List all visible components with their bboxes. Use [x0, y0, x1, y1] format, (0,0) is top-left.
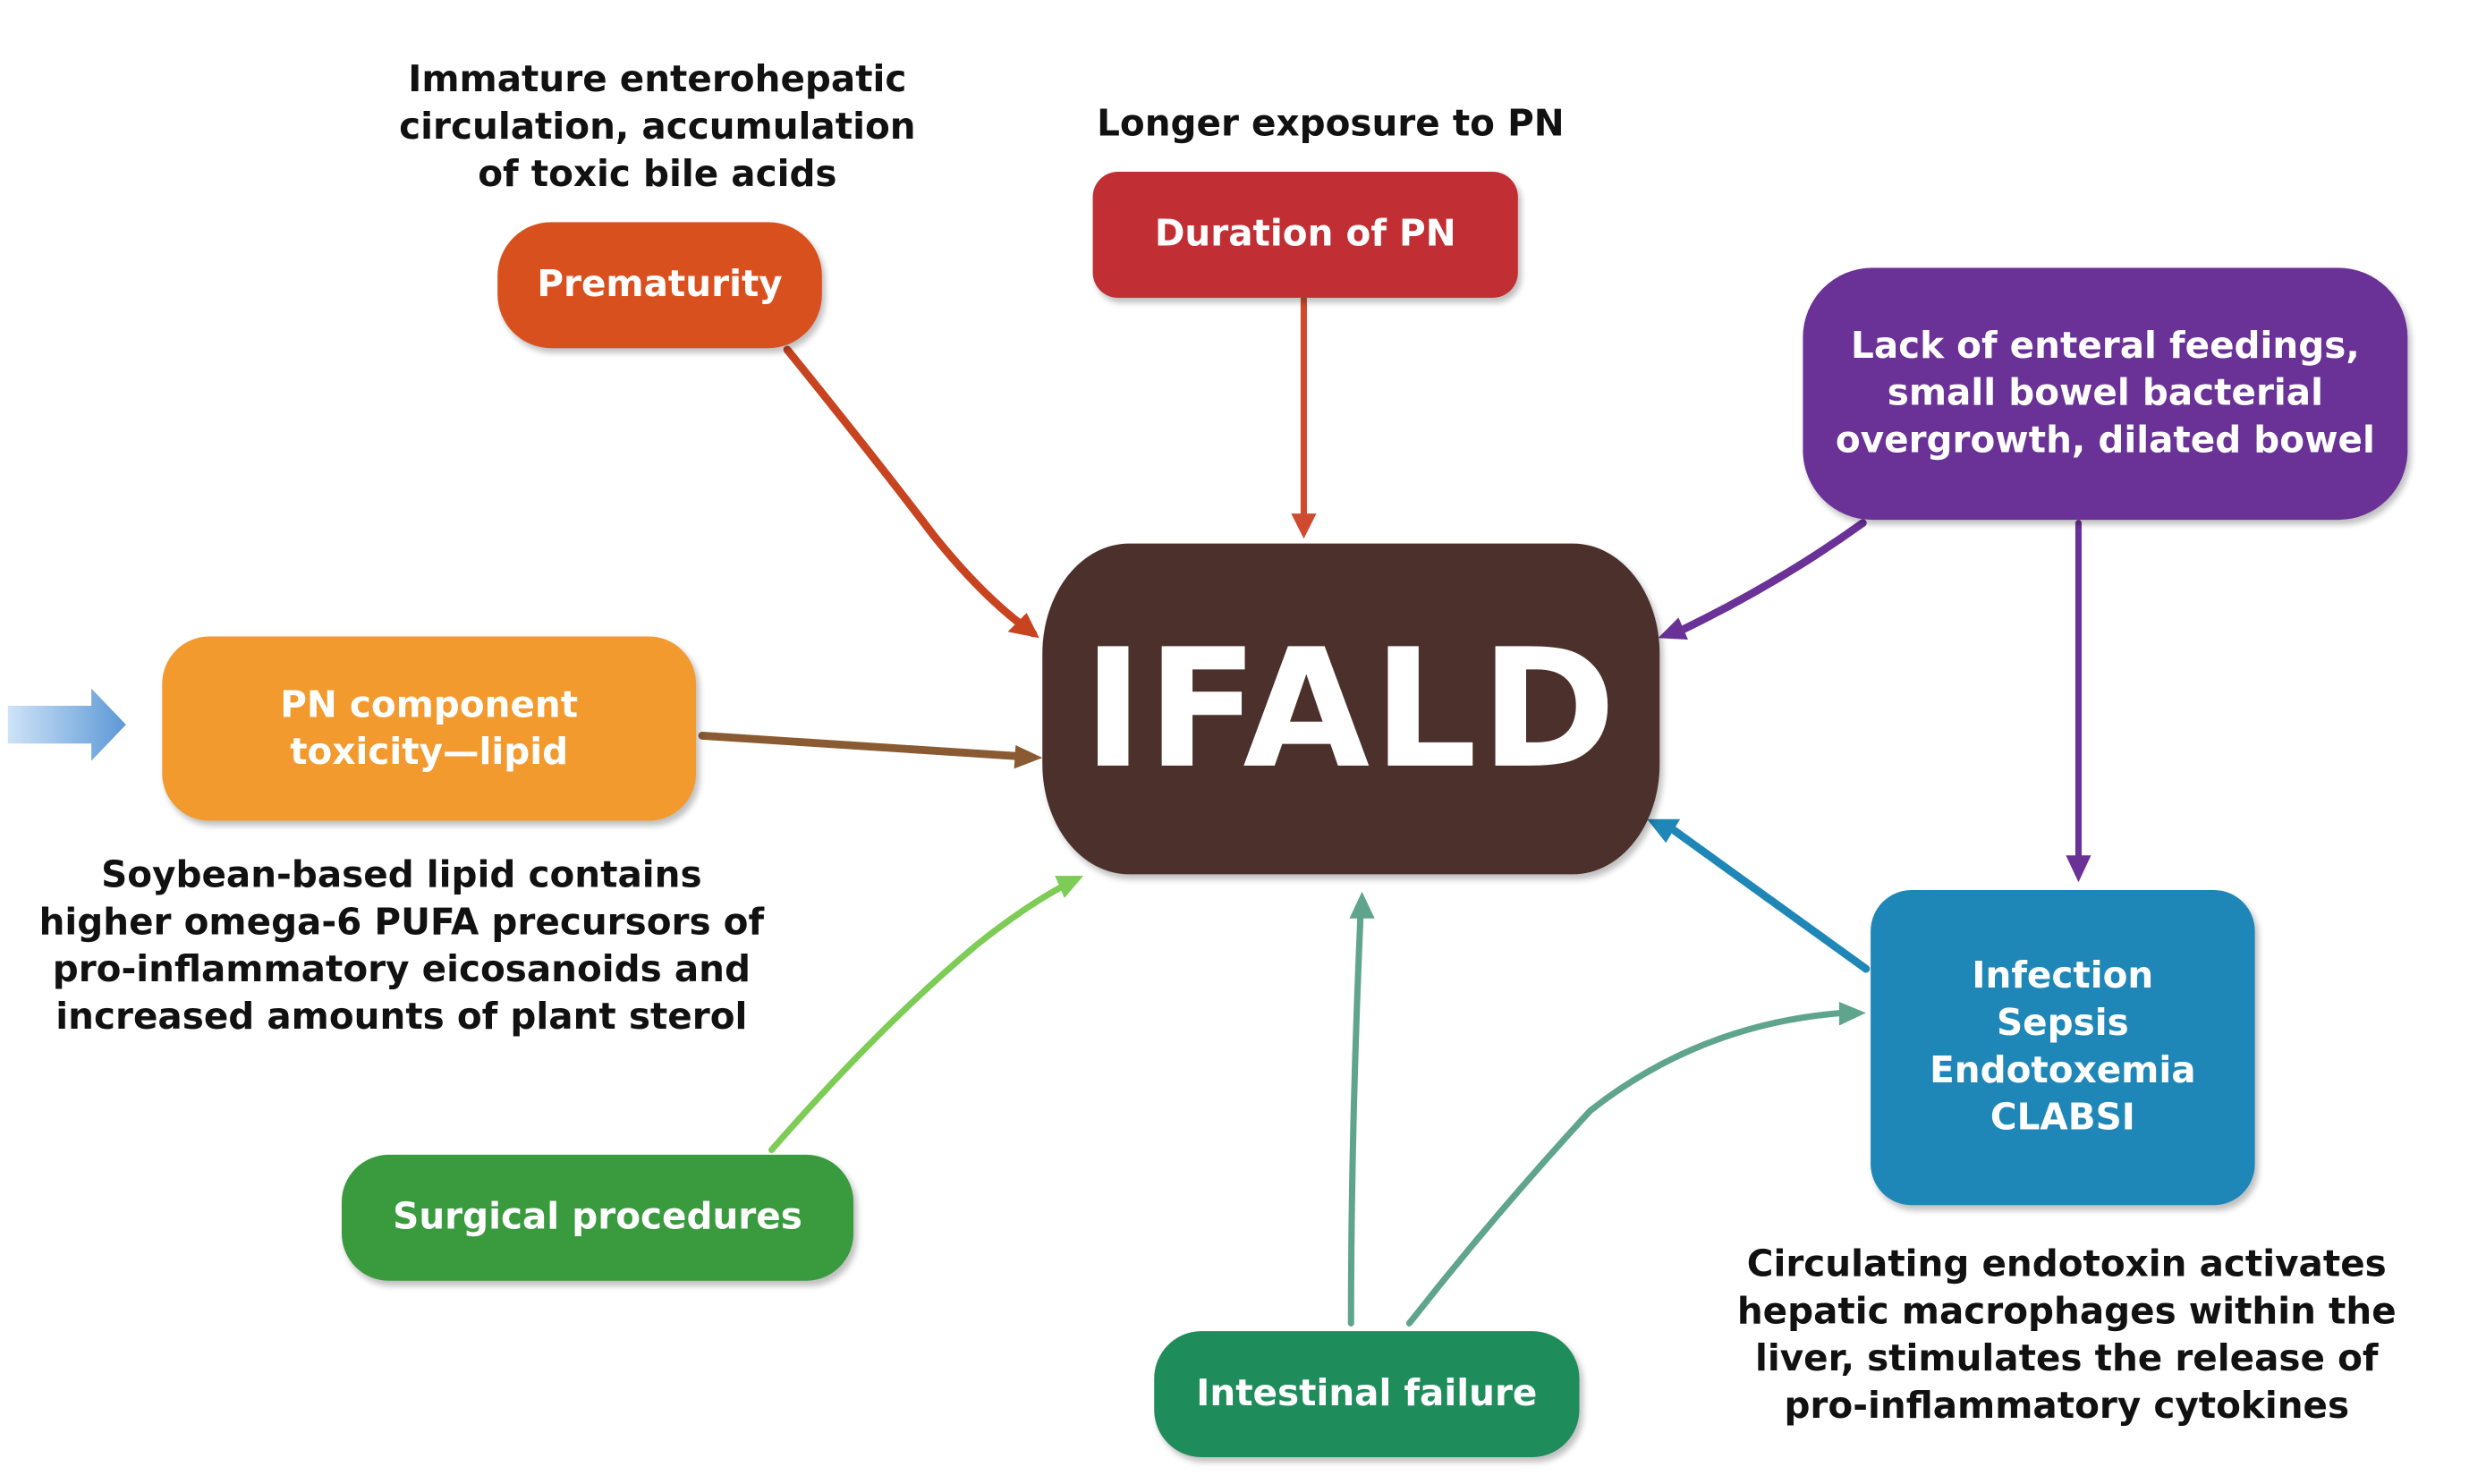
node-surgical-procedures: Surgical procedures [341, 1154, 854, 1281]
note-infection: Circulating endotoxin activates hepatic … [1724, 1242, 2409, 1430]
node-infection: Infection Sepsis Endotoxemia CLABSI [1871, 890, 2255, 1206]
node-ifald: IFALD [1042, 543, 1660, 875]
arrow-intestinal-to-ifald [1347, 891, 1375, 1327]
prematurity-label: Prematurity [537, 264, 783, 306]
infection-label-line-2: Sepsis [1997, 1003, 2129, 1045]
note-infection-line-4: pro-inflammatory cytokines [1784, 1386, 2350, 1428]
arrow-prematurity-to-ifald [783, 345, 1039, 639]
note-prematurity-line-1: Immature enterohepatic [408, 59, 907, 101]
arrow-lack-to-ifald [1658, 519, 1867, 640]
arrow-lack-to-infection [2066, 520, 2091, 883]
pn-component-label-line-2: toxicity—lipid [290, 732, 569, 773]
intestinal-label: Intestinal failure [1196, 1373, 1538, 1415]
node-intestinal-failure: Intestinal failure [1154, 1331, 1580, 1458]
note-infection-line-2: hepatic macrophages within the [1736, 1292, 2397, 1333]
infection-label-line-4: CLABSI [1990, 1098, 2135, 1140]
lack-label-line-2: small bowel bacterial [1887, 373, 2324, 415]
note-pn-lipid-line-2: higher omega-6 PUFA precursors of [38, 903, 765, 944]
arrow-duration-to-ifald [1291, 296, 1317, 539]
arrow-intestinal-to-infection [1405, 1002, 1866, 1327]
arrow-surgical-to-ifald [768, 876, 1084, 1154]
note-prematurity-line-3: of toxic bile acids [478, 154, 837, 196]
surgical-label: Surgical procedures [393, 1197, 802, 1239]
note-duration: Longer exposure to PN [1071, 101, 1591, 148]
note-infection-line-1: Circulating endotoxin activates [1746, 1244, 2387, 1286]
note-pn-lipid-line-4: increased amounts of plant sterol [55, 996, 748, 1039]
note-infection-line-3: liver, stimulates the release of [1754, 1338, 2379, 1380]
side-indicator-arrow [7, 688, 126, 761]
note-duration-line-1: Longer exposure to PN [1097, 104, 1565, 146]
lack-label-line-1: Lack of enteral feedings, [1851, 326, 2360, 368]
node-lack-of-enteral: Lack of enteral feedings, small bowel ba… [1803, 267, 2408, 521]
node-duration-of-pn: Duration of PN [1092, 171, 1518, 298]
node-prematurity: Prematurity [497, 222, 822, 349]
arrow-infection-to-ifald [1647, 818, 1871, 973]
infection-label-line-1: Infection [1972, 955, 2154, 997]
note-pn-lipid-line-3: pro-inflammatory eicosanoids and [52, 949, 751, 991]
infection-label-line-3: Endotoxemia [1930, 1050, 2196, 1092]
lack-label-line-3: overgrowth, dilated bowel [1835, 420, 2375, 462]
note-pn-lipid: Soybean-based lipid contains higher omeg… [23, 852, 779, 1041]
pn-component-label-line-1: PN component [280, 684, 579, 725]
arrow-pn-lipid-to-ifald [698, 732, 1043, 769]
note-prematurity: Immature enterohepatic circulation, accu… [386, 56, 929, 198]
note-prematurity-line-2: circulation, accumulation [399, 106, 916, 148]
node-pn-component: PN component toxicity—lipid [162, 636, 697, 821]
duration-label: Duration of PN [1154, 214, 1456, 256]
ifald-label: IFALD [1082, 613, 1620, 805]
note-pn-lipid-line-1: Soybean-based lipid contains [101, 855, 702, 897]
